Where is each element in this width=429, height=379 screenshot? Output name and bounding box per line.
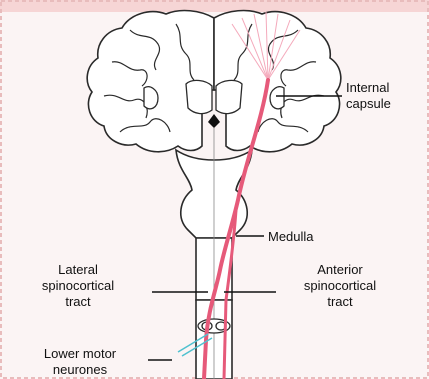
lateral-label-line1: Lateral — [58, 262, 98, 277]
anterior-label-line2: spinocortical — [304, 278, 376, 293]
lower-motor-label-line1: Lower motor — [44, 346, 117, 361]
internal-capsule-label-line1: Internal — [346, 80, 389, 95]
lateral-label-line2: spinocortical — [42, 278, 114, 293]
lower-motor-label-line2: neurones — [53, 362, 108, 377]
medulla-label: Medulla — [268, 229, 314, 244]
internal-capsule-label-line2: capsule — [346, 96, 391, 111]
anterior-label-line1: Anterior — [317, 262, 363, 277]
right-ventricle — [216, 80, 242, 113]
lateral-label-line3: tract — [65, 294, 91, 309]
anterior-label-line3: tract — [327, 294, 353, 309]
left-ventricle — [186, 80, 212, 113]
